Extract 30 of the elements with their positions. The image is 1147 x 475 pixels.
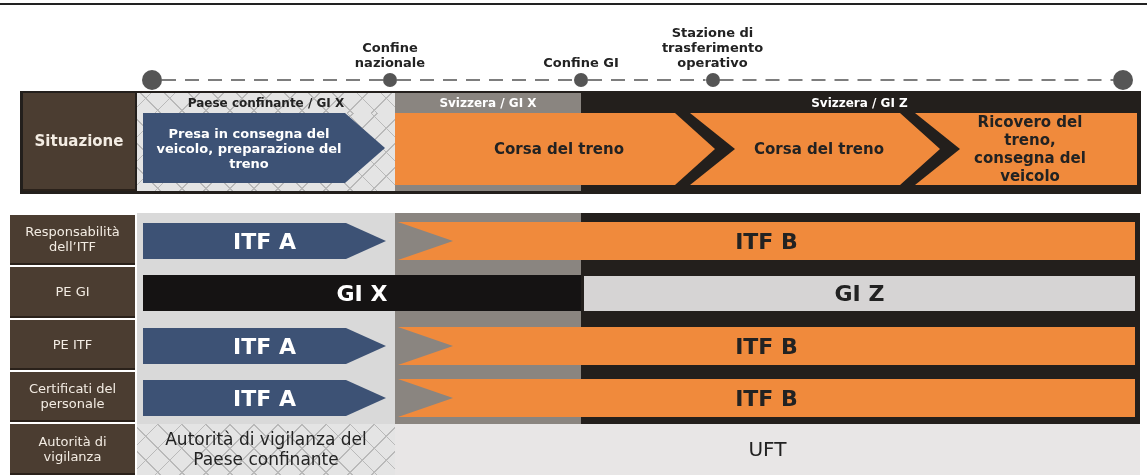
- dashed-line: [587, 79, 707, 81]
- timeline-dot: [142, 70, 162, 90]
- process-step: Presa in consegna del veicolo, preparazione del treno: [143, 113, 385, 183]
- process-step: Corsa del treno: [395, 113, 715, 185]
- dashed-line: [396, 79, 575, 81]
- boundary-label: Confine GI: [542, 54, 620, 70]
- responsibility-bar: ITF A: [143, 223, 386, 259]
- row-header: Situazione: [23, 93, 135, 191]
- responsibility-bar: GI Z: [584, 276, 1135, 311]
- responsibility-bar: GI X: [143, 275, 581, 311]
- responsibility-bar: ITF B: [398, 222, 1135, 260]
- row-header: PE GI: [10, 267, 135, 318]
- responsibility-bar: ITF A: [143, 380, 386, 416]
- dashed-line: [161, 79, 384, 81]
- row-header: Responsabilità dell’ITF: [10, 215, 135, 265]
- row-header: Autorità di vigilanza: [10, 424, 135, 475]
- authority-cell: UFT: [395, 424, 1140, 475]
- dashed-line: [718, 79, 1114, 81]
- authority-cell: Autorità di vigilanza del Paese confinante: [137, 424, 395, 475]
- responsibility-bar: ITF B: [398, 379, 1135, 417]
- process-step: Ricovero del treno, consegna del veicolo: [915, 113, 1137, 185]
- band-heading: Paese confinante / GI X: [137, 93, 395, 113]
- responsibility-bar: ITF A: [143, 328, 386, 364]
- row-header: PE ITF: [10, 320, 135, 370]
- row-header: Certificati del personale: [10, 372, 135, 422]
- responsibility-bar: ITF B: [398, 327, 1135, 365]
- boundary-label: Confine nazionale: [353, 39, 427, 70]
- timeline-dot: [1113, 70, 1133, 90]
- band-heading: Svizzera / GI X: [395, 93, 581, 113]
- boundary-label: Stazione di trasferimento operativo: [660, 24, 765, 70]
